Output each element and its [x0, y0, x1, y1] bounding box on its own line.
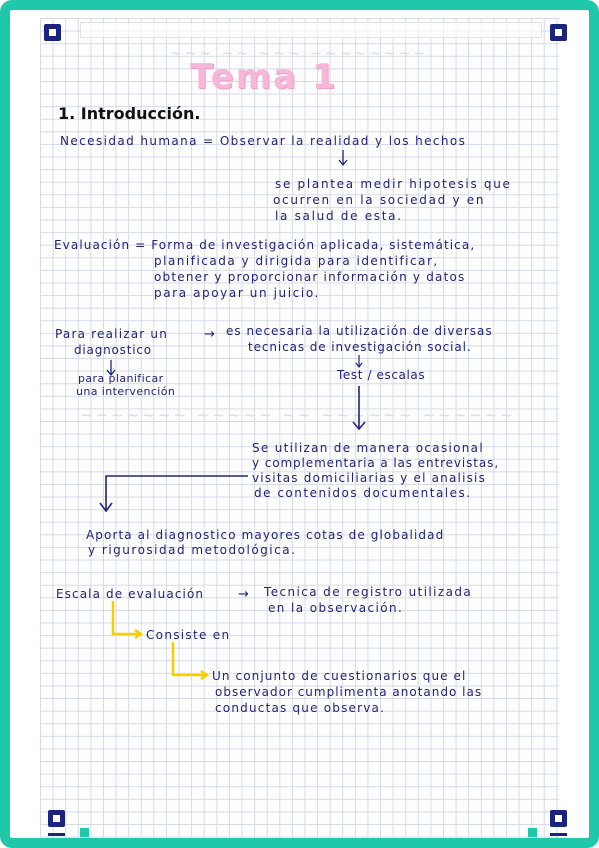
note-line: Se utilizan de manera ocasional: [252, 441, 484, 455]
note-line: de contenidos documentales.: [254, 486, 472, 500]
arrow-down-1-head: [338, 159, 348, 167]
note-line: para apoyar un juicio.: [154, 286, 320, 300]
note-line: Tecnica de registro utilizada: [264, 585, 473, 599]
note-line: tecnicas de investigación social.: [248, 340, 472, 354]
note-line: es necesaria la utilización de diversas: [226, 324, 493, 338]
bleed-through-text: ~~~ ~~ ~~~ ~~~~~~~~: [170, 46, 429, 62]
arrow-yellow-1-head: [134, 628, 144, 640]
arrow-right-icon: →: [238, 587, 249, 602]
corner-bar: [48, 833, 65, 836]
note-line: obtener y proporcionar información y dat…: [154, 270, 466, 284]
note-line: Evaluación = Forma de investigación apli…: [54, 238, 476, 252]
note-line: en la observación.: [268, 601, 404, 615]
note-line: diagnostico: [74, 343, 152, 357]
corner-mark-icon: [550, 24, 567, 41]
arrow-down-3-head: [355, 362, 363, 368]
note-line: Un conjunto de cuestionarios que el: [212, 669, 467, 683]
arrow-down-4-head: [352, 421, 366, 431]
note-line: observador cumplimenta anotando las: [215, 685, 483, 699]
arrow-bent-left-head: [99, 502, 113, 513]
corner-mark-icon: [48, 810, 65, 827]
note-line: planificada y dirigida para identificar,: [154, 254, 439, 268]
note-line: conductas que observa.: [215, 701, 386, 715]
page-title: Tema 1: [190, 57, 338, 97]
section-heading: 1. Introducción.: [58, 104, 201, 123]
note-line: se plantea medir hipotesis que: [275, 177, 512, 191]
note-line: Necesidad humana = Observar la realidad …: [60, 134, 467, 148]
note-line: visitas domiciliarias y el analisis: [252, 471, 487, 485]
note-line: una intervención: [76, 385, 176, 398]
arrow-yellow-1: [111, 601, 140, 636]
note-line: Aporta al diagnostico mayores cotas de g…: [86, 528, 445, 542]
note-line: y complementaria a las entrevistas,: [252, 456, 500, 470]
arrow-right-icon: →: [204, 327, 215, 342]
arrows-layer: [99, 150, 366, 681]
header-strip: [80, 22, 542, 38]
arrow-bent-left: [105, 475, 248, 510]
corner-mark-icon: [44, 24, 61, 41]
grid-sheet: [40, 18, 559, 838]
arrow-yellow-2: [171, 642, 206, 677]
arrow-down-2-head: [106, 369, 116, 377]
corner-bar: [550, 833, 567, 836]
bleed-through-text: ~~~~~~~ ~~~~~ ~~ ~~~~~~ ~~~~~~: [80, 406, 516, 424]
corner-square: [528, 828, 537, 837]
note-line: Test / escalas: [337, 368, 426, 382]
note-line: ocurren en la sociedad y en: [273, 193, 486, 207]
corner-square: [80, 828, 89, 837]
note-line: Para realizar un: [55, 327, 169, 341]
note-line: para planificar: [78, 372, 164, 385]
note-line: Consiste en: [146, 628, 231, 642]
note-line: y rigurosidad metodológica.: [88, 543, 297, 557]
note-line: la salud de esta.: [275, 209, 403, 223]
note-line: Escala de evaluación: [56, 587, 205, 601]
arrow-yellow-2-head: [200, 669, 210, 681]
corner-mark-icon: [550, 810, 567, 827]
